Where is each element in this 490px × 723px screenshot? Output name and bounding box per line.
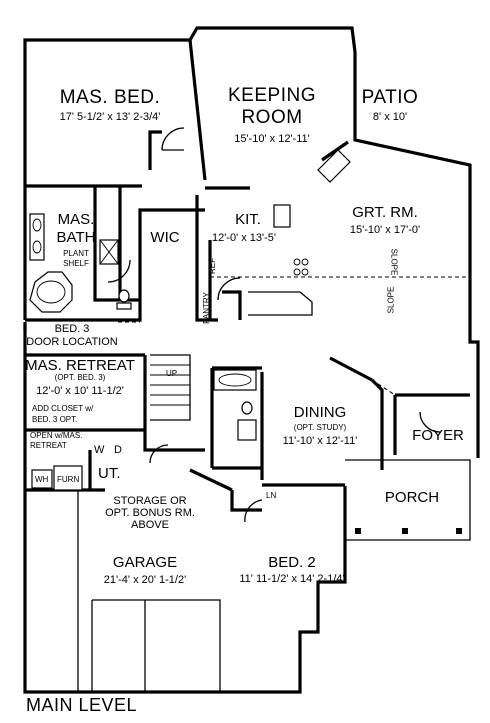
exterior-walls [23, 26, 480, 694]
bed2-name: BED. 2 [268, 554, 316, 571]
utility-name: UT. [98, 465, 121, 482]
slope-label-2: SLOPE [389, 248, 399, 276]
porch-name: PORCH [384, 489, 440, 506]
plant-shelf-note-2: SHELF [63, 259, 89, 268]
add-closet-note-1: ADD CLOSET w/ [32, 404, 94, 413]
wic-name: WIC [150, 229, 180, 246]
water-heater-label: WH [35, 475, 49, 484]
mas-bed-name: MAS. BED. [59, 87, 161, 108]
pantry-label: PANTRY [201, 292, 211, 324]
stair-up-label: UP [166, 369, 178, 378]
garage-name: GARAGE [112, 554, 178, 571]
storage-note-2: OPT. BONUS RM. [105, 507, 195, 519]
dining-dims: 11'-10' x 12'-11' [282, 435, 358, 447]
interior-walls [25, 39, 471, 692]
mas-retreat-name: MAS. RETREAT [25, 357, 135, 374]
kit-name: KIT. [235, 211, 261, 228]
grt-rm-dims: 15'-10' x 17'-0' [349, 224, 421, 236]
add-closet-note-2: BED. 3 OPT. [32, 415, 78, 424]
storage-note-3: ABOVE [131, 519, 169, 531]
keeping-room-name-1: KEEPING [228, 85, 316, 106]
fixtures [29, 149, 462, 692]
kit-dims: 12'-0' x 13'-5' [211, 232, 277, 244]
mas-retreat-opt: (OPT. BED. 3) [54, 373, 106, 382]
dining-name: DINING [293, 404, 347, 421]
keeping-room-name-2: ROOM [241, 107, 303, 128]
mas-bed-dims: 17' 5-1/2' x 13' 2-3/4' [59, 111, 161, 123]
dryer-label: D [114, 444, 122, 456]
bed3-door-note-2: DOOR LOCATION [26, 336, 118, 348]
patio-name: PATIO [361, 87, 419, 108]
dining-opt: (OPT. STUDY) [293, 423, 347, 432]
furnace-label: FURN [57, 475, 80, 484]
open-retreat-note-2: RETREAT [30, 441, 67, 450]
linen-label: LN [266, 491, 277, 500]
dashed-lines [118, 276, 470, 396]
mas-bath-name-2: BATH [56, 229, 96, 246]
keeping-room-dims: 15'-10' x 12'-11' [234, 133, 310, 145]
storage-note-1: STORAGE OR [113, 495, 187, 507]
plan-title: MAIN LEVEL [26, 695, 138, 715]
mas-bath-name-1: MAS. [57, 211, 95, 228]
bed3-door-note-1: BED. 3 [54, 323, 90, 335]
ref-label: REF [208, 258, 217, 274]
slope-label-1: SLOPE [386, 286, 396, 314]
open-retreat-note-1: OPEN w/MAS. [30, 431, 83, 440]
patio-dims: 8' x 10' [372, 111, 408, 123]
washer-label: W [94, 444, 105, 456]
grt-rm-name: GRT. RM. [352, 204, 418, 221]
plant-shelf-note-1: PLANT [63, 249, 89, 258]
bed2-dims: 11' 11-1/2' x 14' 2-1/4' [239, 573, 345, 585]
foyer-name: FOYER [412, 427, 464, 444]
door-swings [107, 127, 441, 523]
garage-dims: 21'-4' x 20' 1-1/2' [103, 574, 187, 586]
mas-retreat-dims: 12'-0' x 10' 11-1/2' [36, 385, 124, 397]
